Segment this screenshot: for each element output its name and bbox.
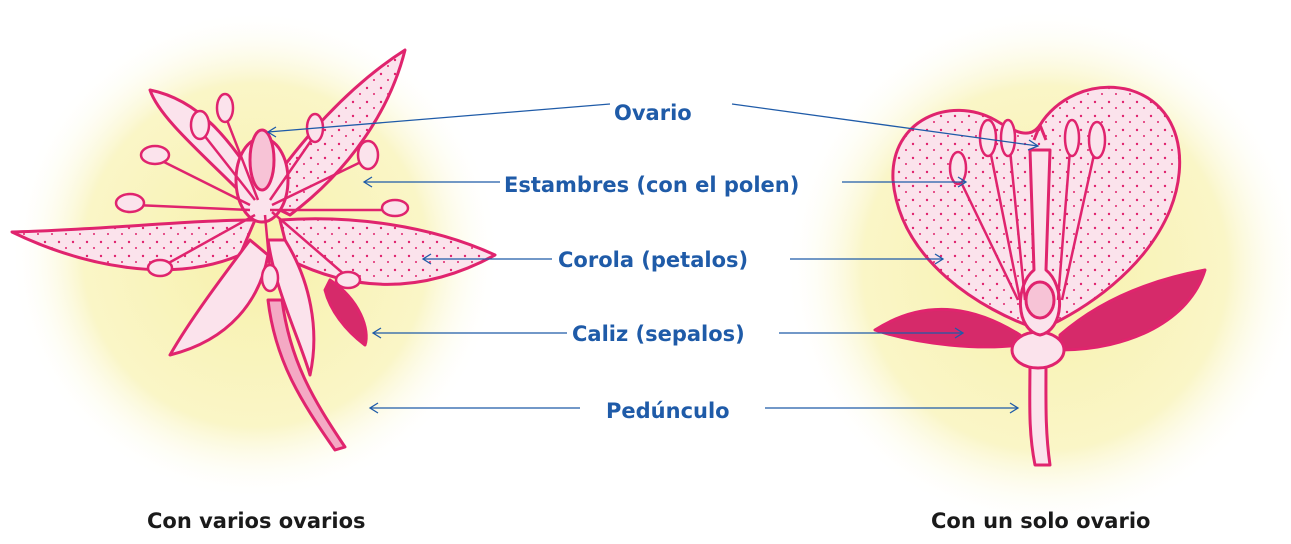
right-stem [1030,360,1050,465]
label-caliz: Caliz (sepalos) [572,324,745,345]
label-corola: Corola (petalos) [558,250,748,271]
caption-right-flower: Con un solo ovario [931,511,1150,532]
right-receptacle [1012,332,1064,368]
label-ovario: Ovario [614,103,692,124]
right-ovary [1026,282,1054,318]
label-estambres: Estambres (con el polen) [504,175,799,196]
label-pedunculo: Pedúnculo [606,401,730,422]
caption-left-flower: Con varios ovarios [147,511,366,532]
